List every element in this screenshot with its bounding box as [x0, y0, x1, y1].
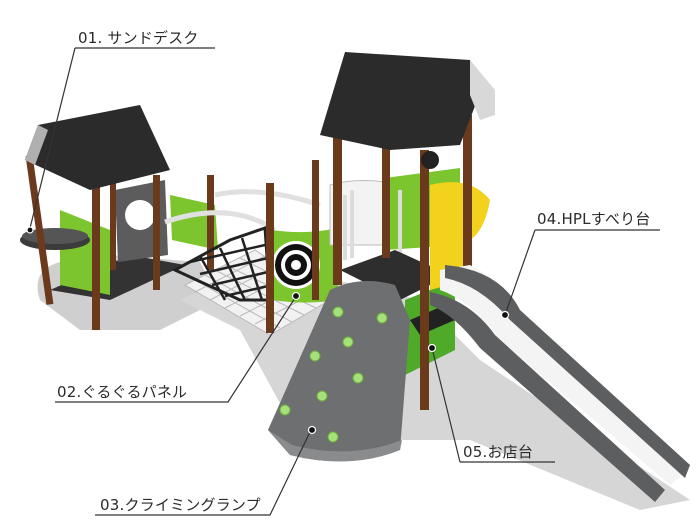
slide: [430, 265, 690, 502]
callout-02-spinner-panel: 02.ぐるぐるパネル: [57, 383, 188, 401]
callout-05-shop-counter: 05.お店台: [463, 443, 534, 461]
climbing-ramp: [268, 281, 410, 462]
callout-01-sand-desk: 01. サンドデスク: [78, 29, 199, 47]
right-tower: [320, 52, 495, 410]
callout-04-hpl-slide: 04.HPLすべり台: [537, 210, 651, 228]
callout-03-climbing-ramp: 03.クライミングランプ: [100, 496, 261, 514]
left-tower: [20, 105, 218, 330]
spinner-panel: [266, 183, 338, 333]
callout-leaders: [26, 47, 660, 516]
